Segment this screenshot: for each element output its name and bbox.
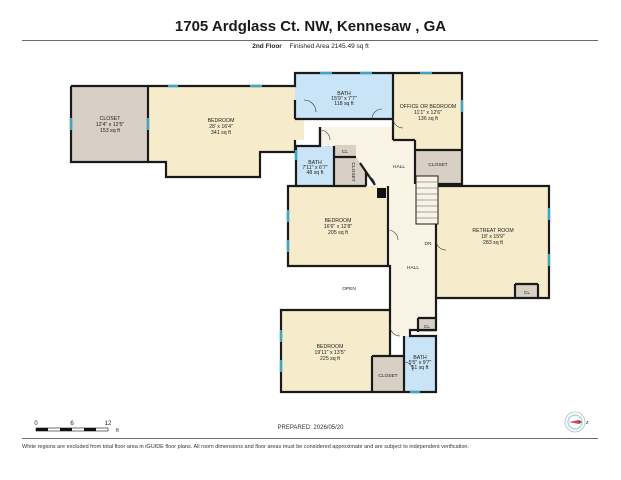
- bath-mid-dims: 7'11" x 6'7": [302, 165, 327, 171]
- bedroom-big-dims: 28' x 16'4": [209, 124, 233, 130]
- low-cl-fill: [418, 318, 436, 332]
- closet-big-area: 153 sq ft: [100, 128, 120, 134]
- scale-tick-12: 12: [105, 421, 112, 427]
- scale-unit: ft: [116, 428, 119, 434]
- hall-fill: [320, 127, 436, 336]
- open-label: OPEN: [342, 286, 356, 292]
- bath-low-name: BATH: [413, 355, 427, 361]
- retreat-cl-label: CL: [524, 290, 530, 296]
- retreat-name: RETREAT ROOM: [472, 228, 513, 234]
- bath-top-name: BATH: [337, 91, 351, 97]
- bedroom-mid-area: 205 sq ft: [328, 230, 348, 236]
- retreat-cl-fill: [515, 284, 538, 298]
- windows: [69, 71, 551, 394]
- room-labels: CLOSET 12'4" x 12'5" 153 sq ft BEDROOM 2…: [96, 91, 514, 371]
- bedroom-low-area: 225 sq ft: [320, 356, 340, 362]
- retreat-fill: [436, 186, 549, 298]
- closet-big-name: CLOSET: [100, 116, 122, 122]
- mid-closet-fill: [334, 157, 366, 186]
- page-title: 1705 Ardglass Ct. NW, Kennesaw , GA: [174, 18, 447, 35]
- bedroom-big-area: 341 sq ft: [211, 130, 231, 136]
- bath-top-area: 118 sq ft: [334, 101, 354, 107]
- bath-mid-fill: [296, 146, 334, 186]
- bedroom-low-name: BEDROOM: [317, 344, 344, 350]
- cl-top-fill: [334, 145, 356, 157]
- retreat-area: 283 sq ft: [483, 240, 503, 246]
- bath-top-fill: [295, 73, 393, 119]
- prepared-date: PREPARED: 2026/05/20: [277, 425, 344, 431]
- closet-big-fill: [71, 86, 148, 162]
- bath-mid-area: 48 sq ft: [306, 170, 324, 176]
- closet-big-dims: 12'4" x 12'5": [96, 122, 125, 128]
- bedroom-mid-dims: 16'6" x 12'8": [324, 224, 353, 230]
- mid-closet-label: CLOSET: [350, 162, 356, 181]
- low-closet-fill: [372, 356, 404, 392]
- scale-tick-6: 6: [70, 421, 74, 427]
- scale-bar: 0 6 12 ft: [34, 421, 119, 434]
- low-closet-label: CLOSET: [378, 373, 397, 379]
- svg-text:z: z: [586, 420, 589, 426]
- floor-subtitle: 2nd Floor Finished Area 2145.49 sq ft: [0, 43, 621, 50]
- office-area: 136 sq ft: [418, 116, 438, 122]
- doors: [303, 99, 447, 372]
- office-name: OFFICE OR BEDROOM: [400, 104, 457, 110]
- cl-top-label: CL: [342, 149, 348, 155]
- hall-upper-label: HALL: [393, 164, 405, 170]
- office-dims: 11'1" x 12'6": [414, 110, 442, 116]
- office-fill: [393, 73, 462, 150]
- pillar: [377, 188, 386, 198]
- floor-label: 2nd Floor: [252, 43, 282, 50]
- small-labels: CL HALL CLOSET DN HALL OPEN CL CL CLOSET…: [342, 149, 530, 379]
- staircase: [415, 175, 439, 225]
- footer-divider: [22, 438, 598, 439]
- bath-mid-name: BATH: [308, 160, 322, 166]
- office-closet-label: CLOSET: [428, 162, 447, 168]
- compass-icon: z: [564, 411, 589, 433]
- bedroom-big-fill: [148, 86, 304, 177]
- hall-lower-label: HALL: [407, 265, 419, 271]
- scale-tick-0: 0: [34, 421, 38, 427]
- finished-area: Finished Area 2145.49 sq ft: [289, 43, 369, 50]
- bedroom-low-dims: 19'11" x 13'5": [315, 350, 346, 356]
- disclaimer: White regions are excluded from total fl…: [22, 444, 469, 450]
- title-divider: [22, 40, 598, 41]
- low-cl-label: CL: [424, 324, 430, 330]
- bath-low-dims: 5'5" x 9'7": [409, 360, 432, 366]
- dn-label: DN: [425, 241, 432, 247]
- bath-low-area: 51 sq ft: [411, 365, 429, 371]
- retreat-dims: 18' x 15'9": [481, 234, 505, 240]
- bedroom-mid-name: BEDROOM: [325, 218, 352, 224]
- bedroom-big-name: BEDROOM: [208, 118, 235, 124]
- bedroom-mid-fill: [288, 186, 388, 266]
- bath-top-dims: 15'9" x 7'7": [331, 96, 357, 102]
